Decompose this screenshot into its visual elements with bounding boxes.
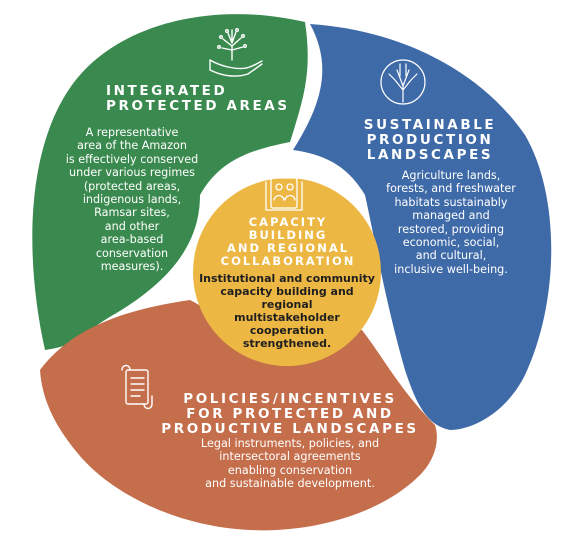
segment-policies-incentives (40, 300, 437, 531)
capacity-title: CAPACITY BUILDING AND REGIONAL COLLABORA… (220, 215, 356, 268)
policies-title: POLICIES/INCENTIVES FOR PROTECTED AND PR… (161, 391, 419, 437)
segment-integrated-protected-areas (32, 14, 308, 351)
policies-body: Legal instruments, policies, and interse… (200, 437, 380, 491)
sustainable-body: Agriculture lands, forests, and freshwat… (386, 169, 516, 276)
integrated-title: INTEGRATED PROTECTED AREAS (106, 83, 290, 114)
hand-plant-icon (209, 28, 263, 77)
integrated-body: A representative area of the Amazon is e… (65, 126, 199, 274)
people-building-icon (265, 177, 303, 211)
center-capacity-circle (193, 178, 381, 366)
scroll-document-icon (121, 364, 153, 410)
segment-sustainable-production (293, 24, 552, 430)
tree-icon (380, 59, 426, 105)
sustainable-title: SUSTAINABLE PRODUCTION LANDSCAPES (363, 117, 497, 163)
capacity-body: Institutional and community capacity bui… (199, 272, 375, 350)
